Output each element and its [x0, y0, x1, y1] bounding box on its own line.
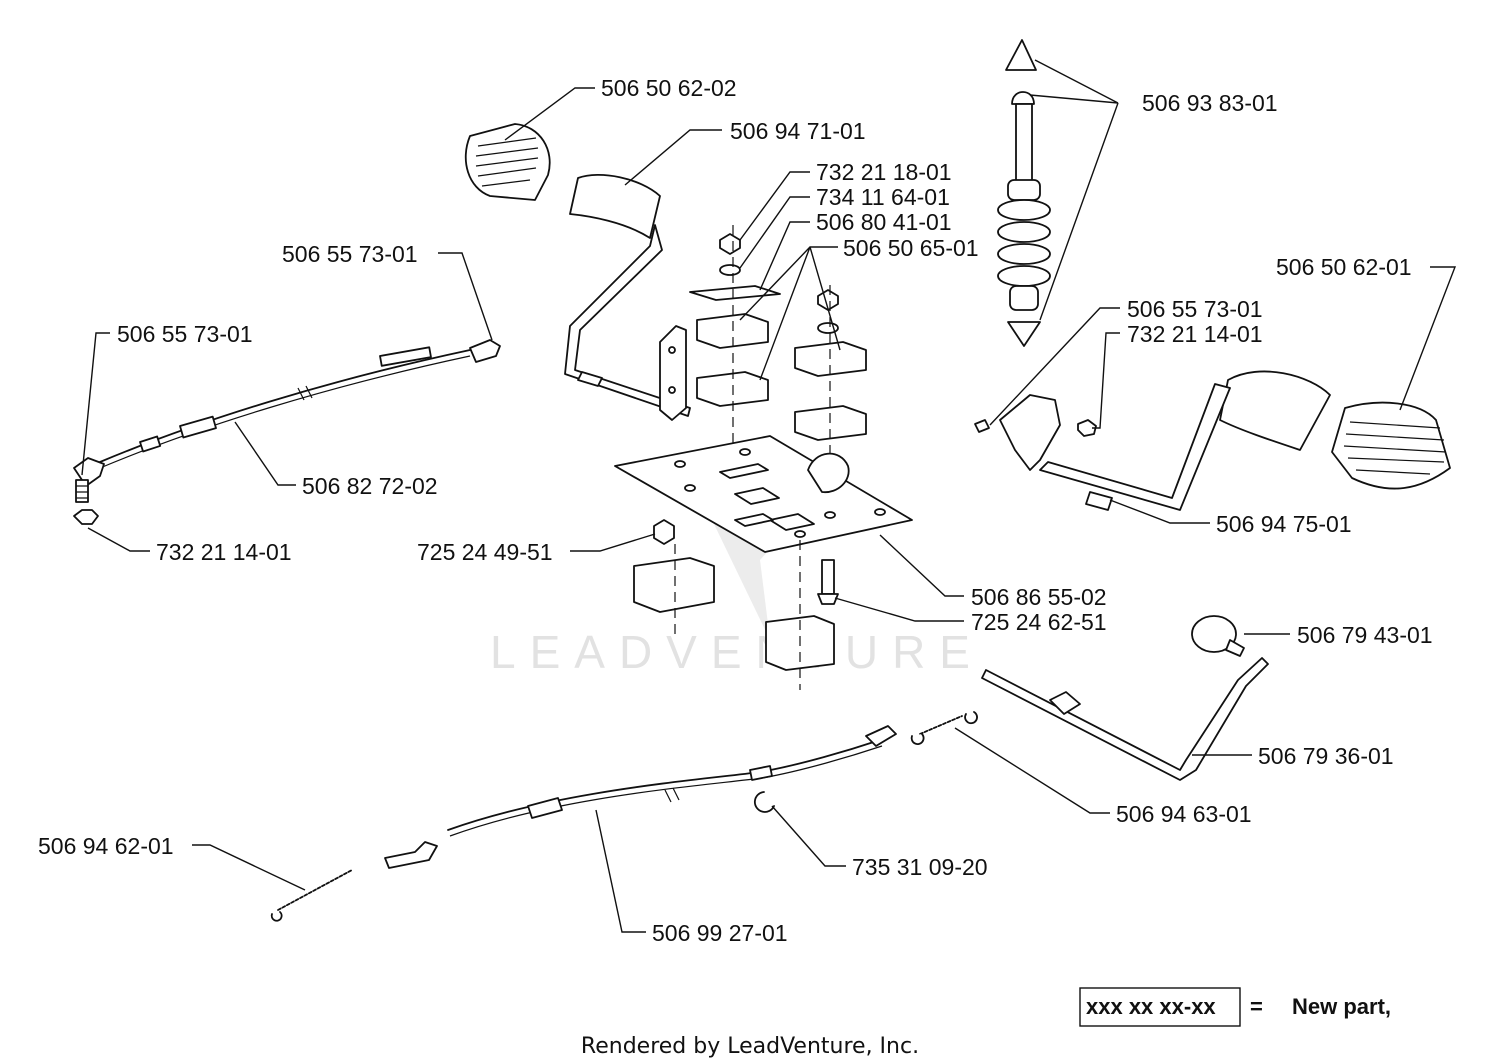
callout-c13: 506 82 72-02: [302, 473, 438, 499]
callout-c1: 506 50 62-02: [601, 75, 737, 101]
knob-and-rod: [981, 615, 1269, 781]
callout-c3: 732 21 18-01: [816, 159, 952, 185]
callout-c22: 506 94 62-01: [38, 833, 174, 859]
callout-c6: 506 50 65-01: [843, 235, 979, 261]
throttle-cable: [73, 339, 501, 525]
watermark-text: LEADVENTURE: [490, 626, 984, 678]
center-stack-left: [689, 225, 781, 460]
callout-c24: 506 99 27-01: [652, 920, 788, 946]
bracket-plate: [659, 325, 687, 421]
center-stack-right: [794, 285, 867, 470]
callout-c16: 506 94 75-01: [1216, 511, 1352, 537]
callout-c18: 725 24 62-51: [971, 609, 1107, 635]
callout-c20: 506 79 36-01: [1258, 743, 1394, 769]
legend-equals: =: [1250, 994, 1263, 1019]
callout-c19: 506 79 43-01: [1297, 622, 1433, 648]
callout-c12: 732 21 14-01: [1127, 321, 1263, 347]
callout-c14: 732 21 14-01: [156, 539, 292, 565]
footer-credit: Rendered by LeadVenture, Inc.: [581, 1034, 919, 1059]
callout-c8: 506 55 73-01: [282, 241, 418, 267]
callout-c15: 725 24 49-51: [417, 539, 553, 565]
shock-absorber: [997, 39, 1051, 347]
leader-lines: [81, 59, 1457, 933]
lower-cable: [270, 711, 978, 922]
legend-box: [1079, 987, 1241, 1027]
pedal-arm-right: [974, 370, 1331, 511]
callout-c2: 506 94 71-01: [730, 118, 866, 144]
callout-c17: 506 86 55-02: [971, 584, 1107, 610]
base-plate: [614, 435, 913, 553]
callout-c5: 506 80 41-01: [816, 209, 952, 235]
callout-c11: 506 55 73-01: [1127, 296, 1263, 322]
pedal-pad-left: [464, 123, 551, 201]
callout-labels: 506 50 62-02 506 94 71-01 732 21 18-01 7…: [38, 75, 1433, 946]
legend-code: xxx xx xx-xx: [1086, 994, 1216, 1019]
callout-c23: 735 31 09-20: [852, 854, 988, 880]
callout-c4: 734 11 64-01: [816, 184, 950, 210]
pedal-pad-right: [1331, 401, 1451, 490]
callout-c7: 506 93 83-01: [1142, 90, 1278, 116]
legend-meaning: New part,: [1292, 994, 1391, 1019]
callout-c21: 506 94 63-01: [1116, 801, 1252, 827]
legend: xxx xx xx-xx = New part,: [1079, 987, 1391, 1027]
lower-blocks: [633, 519, 839, 690]
pedal-arm-left: [564, 174, 691, 417]
callout-c10: 506 50 62-01: [1276, 254, 1412, 280]
callout-c9: 506 55 73-01: [117, 321, 253, 347]
